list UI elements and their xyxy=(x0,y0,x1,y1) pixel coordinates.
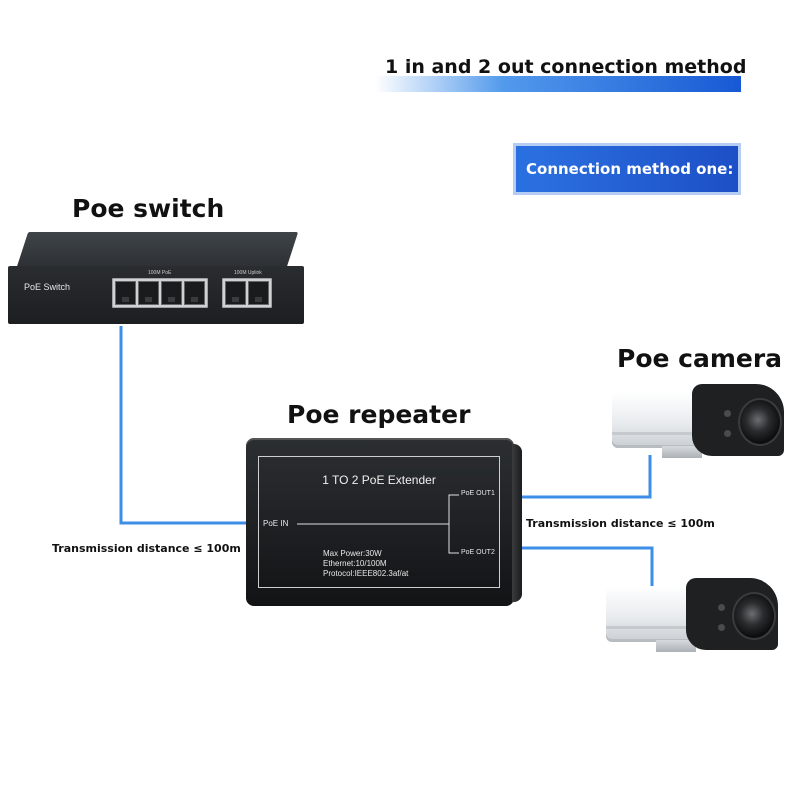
camera-heading: Poe camera xyxy=(617,344,783,373)
spec-protocol: Protocol:IEEE802.3af/at xyxy=(323,569,409,578)
spec-max-power: Max Power:30W xyxy=(323,549,382,558)
uplink-ports-caption: 100M Uplink xyxy=(234,270,262,276)
method-badge: Connection method one: xyxy=(516,146,738,192)
repeater-wiring-diagram xyxy=(297,494,459,554)
repeater-to-camera2-cable xyxy=(514,546,654,588)
poe-camera-1 xyxy=(612,384,797,474)
camera-mount xyxy=(656,640,696,652)
port-in-label: PoE IN xyxy=(263,519,289,528)
repeater-label-panel: 1 TO 2 PoE Extender PoE IN PoE OUT1 PoE … xyxy=(258,456,500,588)
rj45-port xyxy=(138,281,159,305)
poe-port-group xyxy=(112,278,208,308)
rj45-port xyxy=(248,281,269,305)
repeater-to-camera1-cable xyxy=(514,455,652,499)
port-out2-label: PoE OUT2 xyxy=(461,549,495,556)
repeater-panel-title: 1 TO 2 PoE Extender xyxy=(322,473,436,487)
distance-label-left: Transmission distance ≤ 100m xyxy=(52,542,241,555)
rj45-port xyxy=(184,281,205,305)
camera-lens-icon xyxy=(738,398,782,446)
switch-heading: Poe switch xyxy=(72,194,225,223)
distance-label-right: Transmission distance ≤ 100m xyxy=(526,517,715,530)
switch-top-panel xyxy=(15,232,299,270)
method-label: Connection method one: xyxy=(526,160,734,178)
poe-switch-device: PoE Switch 100M PoE 100M Uplink xyxy=(8,232,304,326)
rj45-port xyxy=(225,281,246,305)
ir-led-icon xyxy=(724,410,731,417)
title-underline xyxy=(375,76,741,92)
title-banner: 1 in and 2 out connection method xyxy=(375,56,746,92)
repeater-heading: Poe repeater xyxy=(287,400,471,429)
switch-front-panel: PoE Switch 100M PoE 100M Uplink xyxy=(8,266,304,324)
poe-ports-caption: 100M PoE xyxy=(148,270,172,276)
poe-camera-2 xyxy=(606,578,791,668)
page-title: 1 in and 2 out connection method xyxy=(385,56,747,78)
camera-mount xyxy=(662,446,702,458)
port-out1-label: PoE OUT1 xyxy=(461,490,495,497)
uplink-port-group xyxy=(222,278,272,308)
camera-lens-icon xyxy=(732,592,776,640)
switch-to-repeater-cable xyxy=(119,326,248,525)
ir-led-icon xyxy=(718,624,725,631)
rj45-port xyxy=(161,281,182,305)
switch-device-label: PoE Switch xyxy=(24,282,71,292)
poe-repeater-device: 1 TO 2 PoE Extender PoE IN PoE OUT1 PoE … xyxy=(246,438,522,606)
repeater-side-edge xyxy=(512,444,522,602)
spec-ethernet: Ethernet:10/100M xyxy=(323,559,387,568)
ir-led-icon xyxy=(724,430,731,437)
rj45-port xyxy=(115,281,136,305)
ir-led-icon xyxy=(718,604,725,611)
